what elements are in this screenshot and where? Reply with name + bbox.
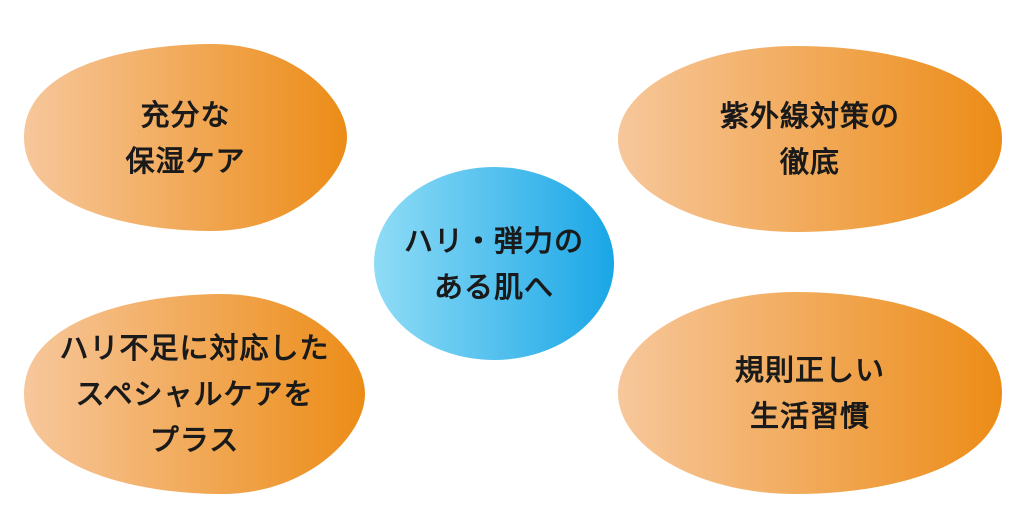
center-label: ハリ・弾力の ある肌へ — [372, 165, 616, 362]
item-label-line: ハリ不足に対応した — [59, 331, 330, 365]
leaf-shape — [618, 292, 1002, 494]
item-label-line: 規則正しい — [734, 353, 885, 387]
item-label: ハリ不足に対応した スペシャルケアを プラス — [22, 292, 367, 496]
item-label-line: スペシャルケアを — [75, 377, 314, 411]
item-regular-lifestyle: 規則正しい 生活習慣 — [616, 290, 1004, 496]
leaf-shape — [24, 294, 365, 494]
center-ellipse — [374, 167, 614, 360]
item-label-line: 保湿ケア — [125, 143, 246, 178]
center-goal: ハリ・弾力の ある肌へ — [372, 165, 616, 362]
item-moisturizing-care: 充分な 保湿ケア — [22, 42, 349, 233]
item-uv-protection: 紫外線対策の 徹底 — [616, 44, 1004, 234]
leaf-shape — [24, 44, 347, 231]
leaf-shape — [618, 46, 1002, 232]
item-special-care: ハリ不足に対応した スペシャルケアを プラス — [22, 292, 367, 496]
item-label: 充分な 保湿ケア — [22, 42, 349, 233]
item-label-line: プラス — [149, 423, 240, 457]
item-label: 紫外線対策の 徹底 — [616, 44, 1004, 234]
center-label-line: ハリ・弾力の — [403, 223, 584, 258]
center-label-line: ある肌へ — [433, 269, 554, 304]
item-label-line: 紫外線対策の — [719, 99, 900, 133]
item-label-line: 生活習慣 — [749, 399, 870, 433]
item-label-line: 充分な — [140, 97, 231, 132]
item-label-line: 徹底 — [779, 145, 840, 179]
item-label: 規則正しい 生活習慣 — [616, 290, 1004, 496]
